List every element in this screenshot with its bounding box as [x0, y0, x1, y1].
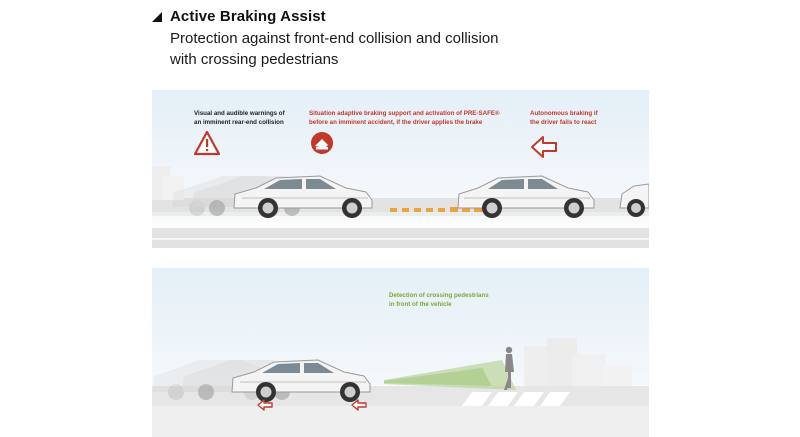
own-vehicle [231, 359, 371, 402]
bottom-scene [152, 338, 649, 437]
pedestrian-label-line-1: Detection of crossing pedestrians [389, 292, 489, 299]
pedestrian-detection-panel: Detection of crossing pedestrians in fro… [152, 268, 649, 437]
arrow-left-icon [531, 136, 557, 158]
building [572, 354, 606, 390]
building [162, 176, 184, 200]
warning-label: Visual and audible warnings of an immine… [194, 109, 285, 127]
own-vehicle [233, 175, 373, 218]
zebra-crossing [462, 392, 570, 406]
autonomous-label-line-2: the driver fails to react [530, 119, 597, 126]
pedestrian-label-line-2: in front of the vehicle [389, 301, 452, 308]
pedestrian-figure [504, 346, 514, 390]
vehicle-far-ahead [619, 183, 649, 217]
wheel-brake-arrow-icon [351, 399, 367, 411]
sensor-detection-core [384, 368, 492, 386]
brake-pedal-icon [311, 132, 333, 154]
braking-assist-panel: Visual and audible warnings of an immine… [152, 90, 649, 252]
braking-label-line-1: Situation adaptive braking support and a… [309, 110, 500, 117]
autonomous-label-line-1: Autonomous braking if [530, 110, 598, 117]
pedestrian-detection-label: Detection of crossing pedestrians in fro… [389, 291, 489, 309]
autonomous-braking-label: Autonomous braking if the driver fails t… [530, 109, 598, 127]
title-triangle-icon [152, 11, 162, 22]
top-scene [152, 130, 649, 248]
braking-support-label: Situation adaptive braking support and a… [309, 109, 500, 127]
braking-label-line-2: before an imminent accident, if the driv… [309, 119, 483, 126]
subtitle-line-2: with crossing pedestrians [170, 51, 339, 68]
road-lane [152, 406, 649, 437]
warning-label-line-2: an imminent rear-end collision [194, 119, 284, 126]
lane-marking [152, 238, 649, 240]
subtitle-line-1: Protection against front-end collision a… [170, 30, 499, 47]
page-subtitle: Protection against front-end collision a… [170, 28, 652, 70]
header: Active Braking Assist Protection against… [152, 8, 652, 70]
warning-label-line-1: Visual and audible warnings of [194, 110, 285, 117]
title-row: Active Braking Assist [152, 8, 652, 25]
page-title: Active Braking Assist [170, 8, 326, 25]
wheel-brake-arrow-icon [257, 399, 273, 411]
warning-triangle-icon [193, 130, 221, 156]
vehicle-ahead [457, 175, 595, 218]
road-edge [152, 212, 649, 216]
